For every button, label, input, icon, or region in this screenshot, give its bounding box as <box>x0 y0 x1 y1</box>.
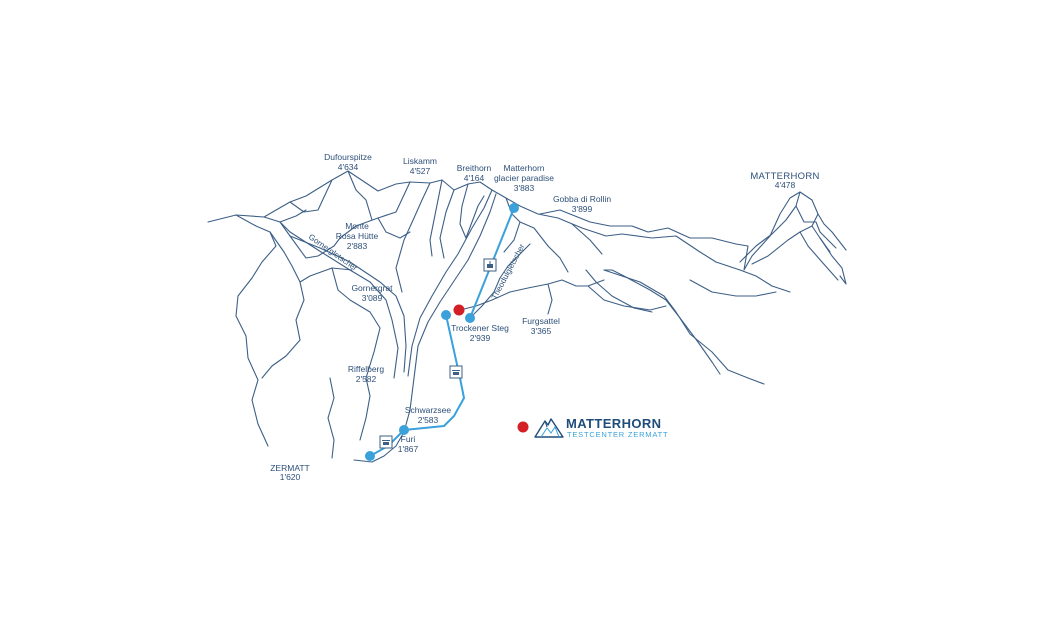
label-schwarzsee: Schwarzsee <box>405 405 452 415</box>
alt-breithorn: 4'164 <box>464 173 485 183</box>
label-breithorn: Breithorn <box>457 163 492 173</box>
alt-trockener-steg: 2'939 <box>470 333 491 343</box>
stations <box>365 203 519 461</box>
label-monte-rosa-line1: Monte <box>345 221 369 231</box>
label-matterhorn: MATTERHORN <box>750 171 819 182</box>
alt-dufourspitze: 4'634 <box>338 162 359 172</box>
alt-zermatt: 1'620 <box>280 472 301 482</box>
cable-car-icon <box>483 258 497 272</box>
alt-riffelberg: 2'582 <box>356 374 377 384</box>
label-gornergrat: Gornergrat <box>351 283 393 293</box>
ridge-lines <box>207 170 847 463</box>
label-furi: Furi <box>401 434 416 444</box>
alt-matterhorn: 4'478 <box>775 180 796 190</box>
mountain-logo-icon <box>534 418 564 438</box>
label-riffelberg: Riffelberg <box>348 364 384 374</box>
alt-monte-rosa: 2'883 <box>347 241 368 251</box>
label-furgsattel: Furgsattel <box>522 316 560 326</box>
testcenter-point-trockener-steg[interactable] <box>453 304 465 316</box>
label-gobba-di-rollin: Gobba di Rollin <box>553 194 611 204</box>
alt-gobba-di-rollin: 3'899 <box>572 204 593 214</box>
label-mgp-line1: Matterhorn <box>503 163 544 173</box>
alt-furi: 1'867 <box>398 444 419 454</box>
alt-gornergrat: 3'089 <box>362 293 383 303</box>
logo-subtitle: TESTCENTER ZERMATT <box>567 430 668 439</box>
alt-liskamm: 4'527 <box>410 166 431 176</box>
label-mgp-line2: glacier paradise <box>494 173 554 183</box>
station-trockener-steg-lower[interactable] <box>441 310 451 320</box>
testcenter-logo: MATTERHORN TESTCENTER ZERMATT <box>534 416 668 439</box>
station-zermatt[interactable] <box>365 451 375 461</box>
logo-title: MATTERHORN <box>566 416 661 431</box>
label-monte-rosa-line2: Rosa Hütte <box>336 231 379 241</box>
alt-furgsattel: 3'365 <box>531 326 552 336</box>
gondola-icon <box>449 365 463 379</box>
testcenter-point-legend <box>517 421 529 433</box>
label-trockener-steg: Trockener Steg <box>451 323 509 333</box>
label-dufourspitze: Dufourspitze <box>324 152 372 162</box>
glacier-label-theodul: Theodulgletscher <box>490 242 527 301</box>
label-zermatt: ZERMATT <box>270 463 310 473</box>
station-trockener-steg[interactable] <box>465 313 475 323</box>
station-furi[interactable] <box>399 425 409 435</box>
gondola-icon <box>379 435 393 449</box>
alt-schwarzsee: 2'583 <box>418 415 439 425</box>
station-matterhorn-glacier-paradise[interactable] <box>509 203 519 213</box>
label-liskamm: Liskamm <box>403 156 437 166</box>
alt-mgp: 3'883 <box>514 183 535 193</box>
